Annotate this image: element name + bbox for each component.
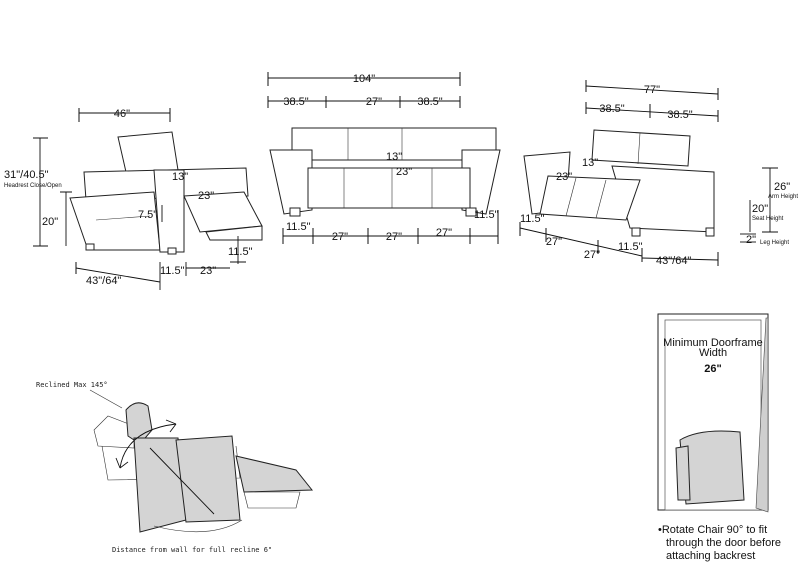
loveseat-total-width-label: 77" [644,84,660,96]
doorframe-title-2: Width [699,347,727,359]
loveseat-arm-left-label: 11.5" [520,213,545,225]
wall-distance-note: Distance from wall for full recline 6" [112,546,272,554]
chair-front-label: 11.5" [228,246,253,258]
sofa-drawing: 104" 38.5" 27" 38.5" 13" 23" 11.5" 27" 2… [267,72,501,244]
sofa-seat-label: 23" [396,166,412,178]
sofa-arm-right-label: 11.5" [474,209,499,221]
chair-drawing: 46" 31"/40.5" Headrest Close/Open 20" 13… [4,108,263,290]
chair-seat-depth-label: 23" [200,265,216,277]
seat-height-note: Seat Height [752,216,784,222]
loveseat-seat-label: 23" [556,171,572,183]
loveseat-seat1-label: 27" [546,236,562,248]
doorframe-title-1: Minimum Doorframe [663,337,763,349]
recline-max-label: Reclined Max 145° [36,381,108,389]
loveseat-left-segment-label: 38.5" [599,103,624,115]
chair-back-label: 13" [172,171,188,183]
chair-height-label: 31"/40.5" [4,169,49,181]
door-note-3: attaching backrest [666,550,755,562]
loveseat-arm-right-label: 11.5" [618,241,643,253]
recline-illustration: Reclined Max 145° Distance from wall for… [36,381,314,554]
doorframe-illustration: Minimum Doorframe Width 26" •Rotate Chai… [657,313,781,562]
sofa-back-label: 13" [386,151,402,163]
loveseat-depth-label: 43"/64" [656,255,691,267]
chair-seat-label: 23" [198,190,214,202]
sofa-left-segment-label: 38.5" [283,96,308,108]
seat-height-label: 20" [752,203,768,215]
arm-height-note: Arm Height [768,194,798,200]
chair-width-label: 46" [114,108,130,120]
sofa-right-segment-label: 38.5" [417,96,442,108]
sofa-total-width-label: 104" [353,73,375,85]
sofa-mid-segment-label: 27" [366,96,382,108]
doorframe-width-value: 26" [704,363,721,375]
leg-height-label: 2" [746,234,756,246]
chair-height-note: Headrest Close/Open [4,183,62,189]
sofa-seat3-label: 27" [436,227,452,239]
chair-depth-label: 43"/64" [86,275,121,287]
sofa-seat1-label: 27" [332,231,348,243]
height-dims: 26" Arm Height 20" Seat Height 2" Leg He… [740,167,798,246]
door-note-2: through the door before [666,537,781,549]
door-note-1: •Rotate Chair 90° to fit [658,524,767,536]
arm-height-label: 26" [774,181,790,193]
sofa-seat2-label: 27" [386,231,402,243]
leg-height-note: Leg Height [760,240,789,246]
chair-armrest-gap-label: 7.5" [138,209,157,221]
loveseat-back-label: 13" [582,157,598,169]
loveseat-drawing: 77" 38.5" 38.5" 13" 23" 11.5" 27" 27" 11… [519,80,719,267]
chair-seat-height-label: 20" [42,216,58,228]
chair-arm-width-label: 11.5" [160,265,185,277]
loveseat-right-segment-label: 38.5" [667,109,692,121]
loveseat-seat2-label: 27" [584,249,600,261]
sofa-arm-left-label: 11.5" [286,221,311,233]
